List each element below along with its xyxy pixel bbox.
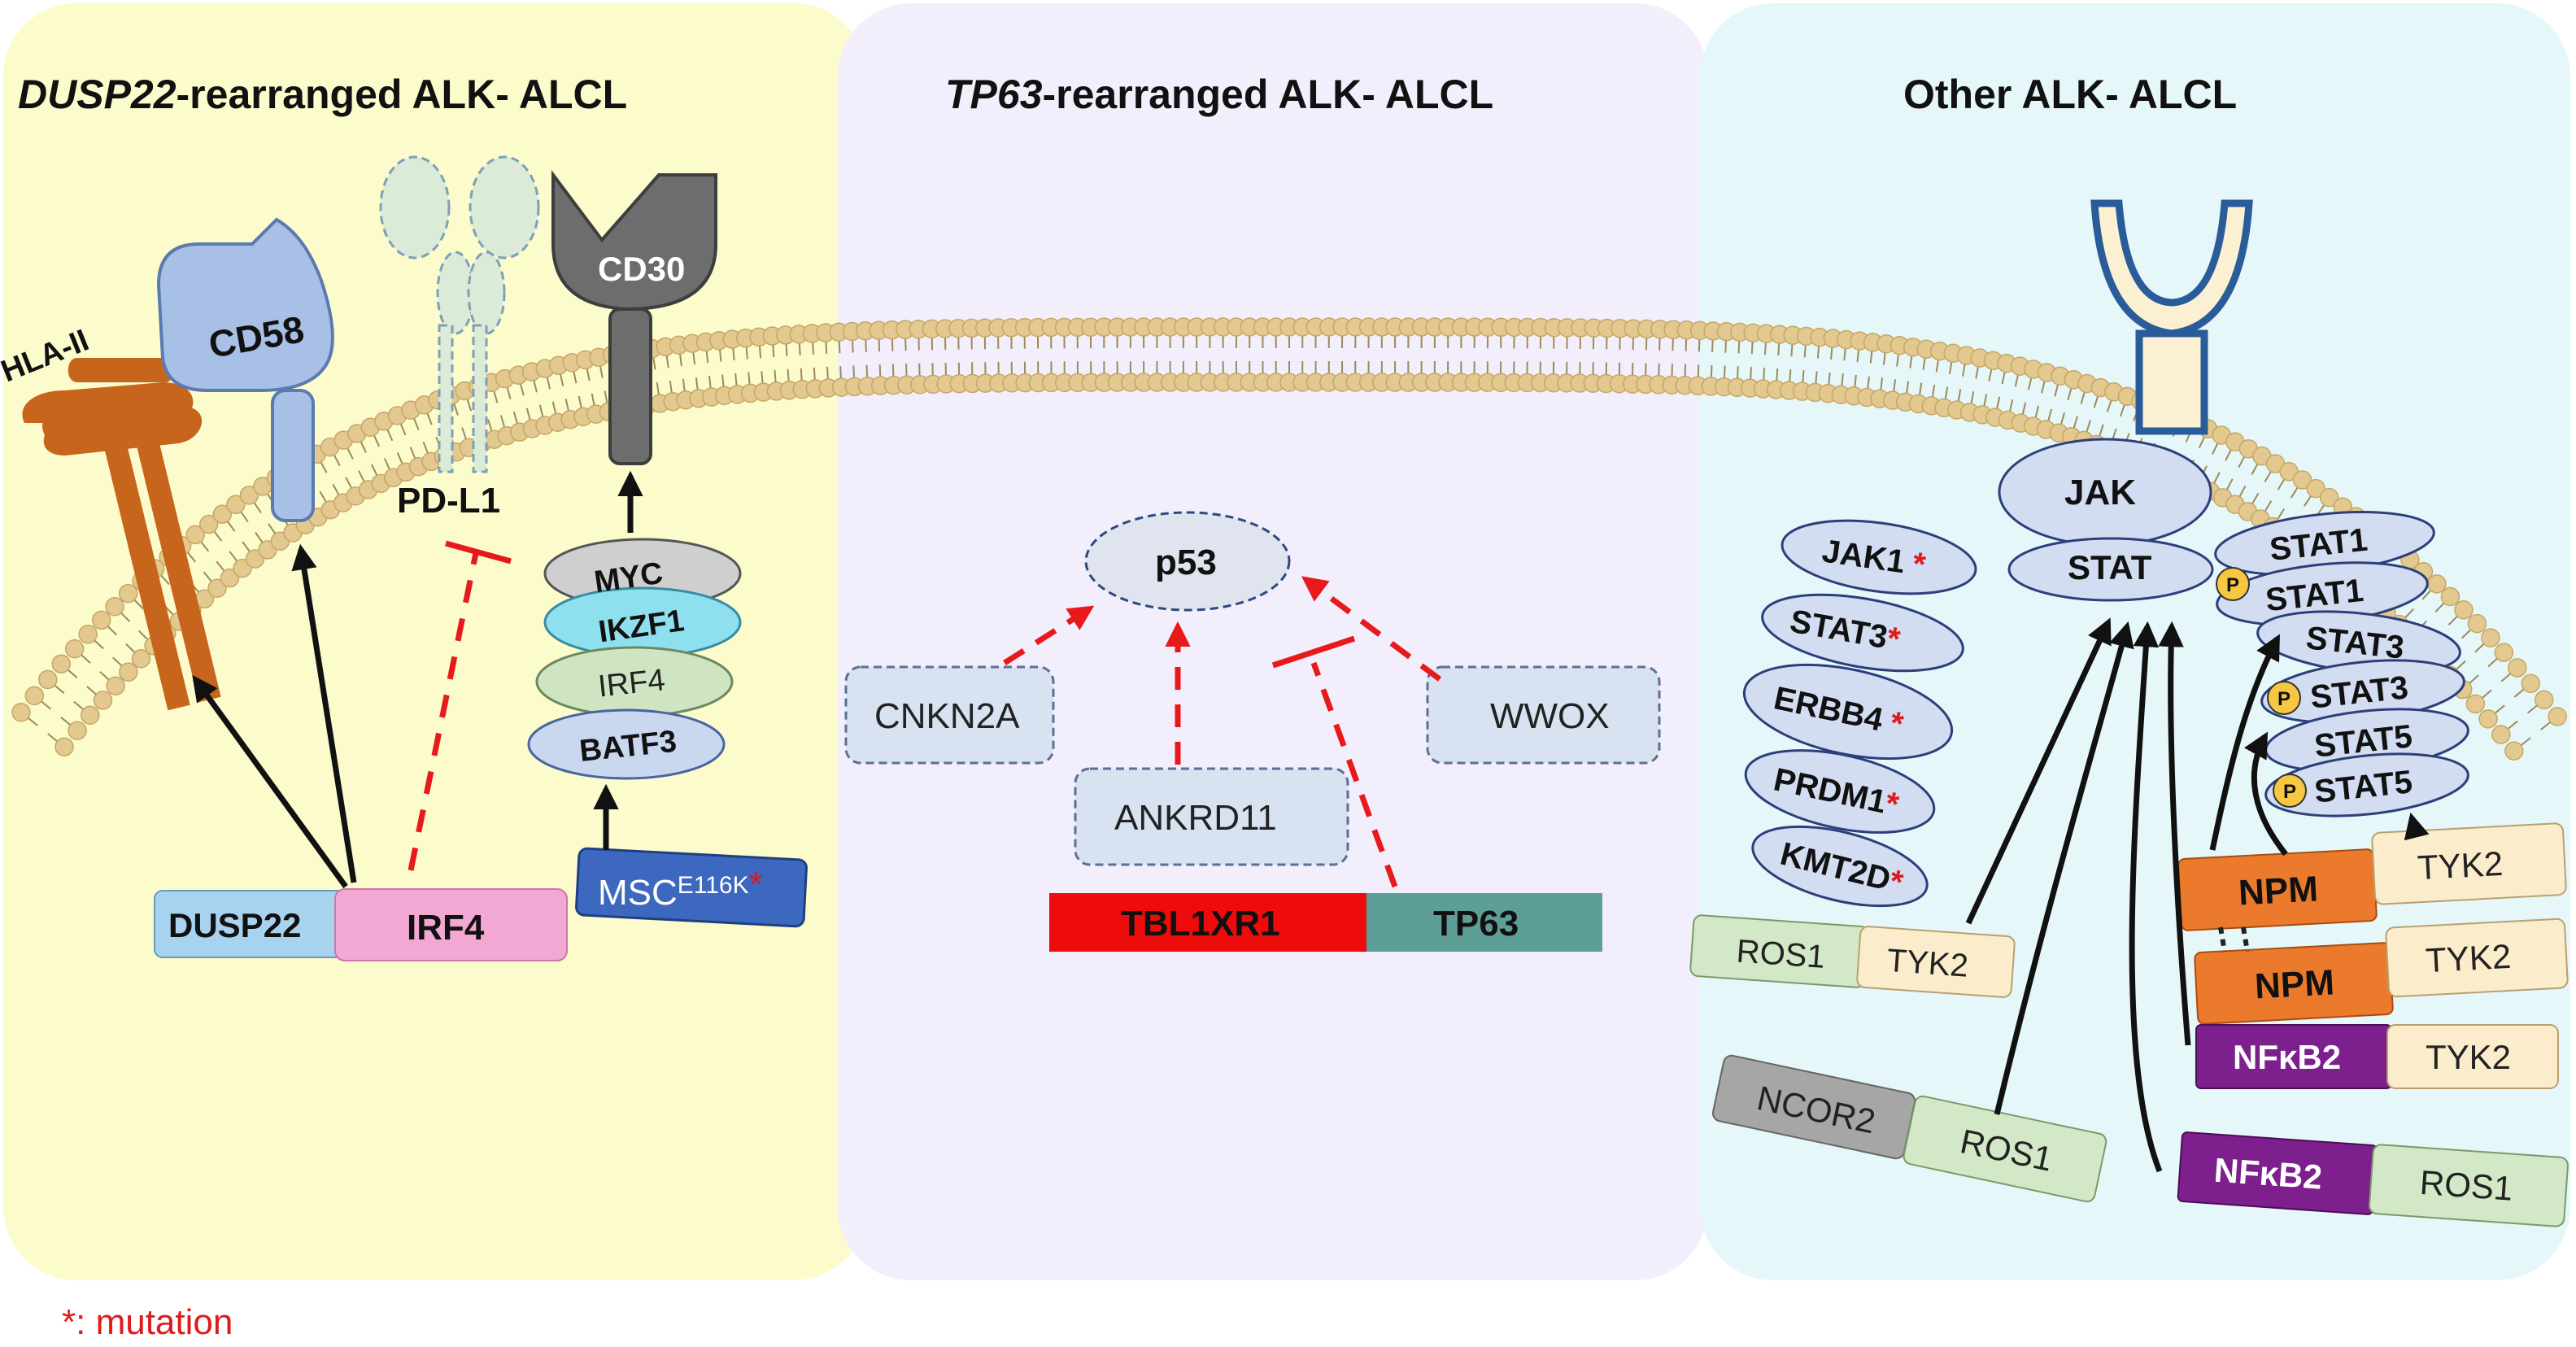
lipid-head	[94, 691, 111, 709]
lipid-head	[2428, 575, 2446, 593]
panel-left-title: DUSP22-rearranged ALK- ALCL	[18, 72, 627, 117]
nfkb2-1-label: NFκB2	[2233, 1038, 2341, 1076]
lipid-head	[79, 626, 97, 643]
irf4-fusion-label: IRF4	[407, 908, 485, 948]
lipid-head	[2441, 588, 2459, 606]
jak-label: JAK	[2064, 473, 2136, 512]
panel-middle-title-italic: TP63	[945, 72, 1043, 117]
panel-middle-title-rest: -rearranged ALK- ALCL	[1043, 72, 1494, 117]
lipid-head	[55, 738, 73, 756]
lipid-head	[66, 640, 84, 658]
lipid-head	[2508, 659, 2526, 677]
lipid-head	[93, 611, 111, 629]
cd30-label: CD30	[598, 250, 685, 288]
lipid-head	[2492, 726, 2510, 743]
p53-label: p53	[1155, 543, 1217, 582]
ros1-c-label: ROS1	[2418, 1163, 2513, 1208]
panel-left-title-rest: -rearranged ALK- ALCL	[177, 72, 628, 117]
lipid-head	[2548, 708, 2566, 726]
npm-1-label: NPM	[2238, 869, 2319, 913]
lipid-head	[2479, 710, 2497, 728]
lipid-head	[2482, 629, 2500, 647]
panel-right-title: Other ALK- ALCL	[1903, 72, 2237, 117]
lipid-head	[120, 585, 137, 603]
lipid-head	[2522, 674, 2539, 692]
stat-label: STAT	[2068, 548, 2152, 586]
lipid-head	[2495, 643, 2513, 661]
msc-base: MSC	[598, 873, 678, 913]
tbl1xr1-label: TBL1XR1	[1121, 904, 1280, 944]
lipid-head	[2505, 742, 2523, 760]
lipid-head	[106, 598, 124, 616]
legend-asterisk: *	[62, 1302, 76, 1342]
lipid-head	[2455, 601, 2473, 619]
panel-middle-title: TP63-rearranged ALK- ALCL	[945, 72, 1493, 117]
phospho-label-1: P	[2226, 574, 2239, 596]
phospho-label-3: P	[2283, 781, 2296, 803]
arrow-tyk2-stat5	[2412, 817, 2416, 834]
lipid-head	[120, 663, 137, 681]
ros1-a-label: ROS1	[1735, 933, 1826, 974]
lipid-head	[12, 704, 30, 721]
transcription-factor-stack: MYC IKZF1 IRF4 BATF3	[529, 539, 740, 778]
lipid-head	[107, 677, 124, 695]
tp63-label: TP63	[1433, 904, 1519, 944]
legend: *: mutation	[62, 1302, 233, 1342]
lipid-head	[68, 721, 86, 739]
lipid-head	[25, 687, 43, 704]
panel-left-title-italic: DUSP22	[18, 72, 177, 117]
ankrd11-label: ANKRD11	[1114, 798, 1277, 838]
wwox-label: WWOX	[1490, 696, 1610, 736]
legend-text: : mutation	[76, 1302, 233, 1342]
panel-middle	[838, 3, 1708, 1280]
lipid-head	[81, 706, 99, 724]
lipid-head	[52, 655, 70, 673]
lipid-head	[2466, 695, 2484, 713]
irf4-stack-label: IRF4	[596, 663, 666, 704]
tyk2-2-label: TYK2	[2425, 937, 2512, 979]
msc-superscript: E116K	[678, 872, 749, 899]
msc-asterisk: *	[749, 865, 763, 905]
tyk2-a-label: TYK2	[1885, 943, 1969, 984]
nfkb2-2-label: NFκB2	[2212, 1151, 2323, 1197]
phospho-label-2: P	[2277, 688, 2291, 710]
tyk2-3-label: TYK2	[2426, 1038, 2511, 1076]
npm-2-label: NPM	[2254, 962, 2335, 1006]
lipid-head	[2468, 615, 2486, 633]
pd-l1-label: PD-L1	[397, 481, 500, 521]
tyk2-1-label: TYK2	[2417, 844, 2504, 887]
lipid-head	[2535, 691, 2553, 708]
dusp22-label: DUSP22	[168, 906, 301, 944]
lipid-head	[39, 670, 57, 688]
cnkn2a-label: CNKN2A	[874, 696, 1020, 736]
